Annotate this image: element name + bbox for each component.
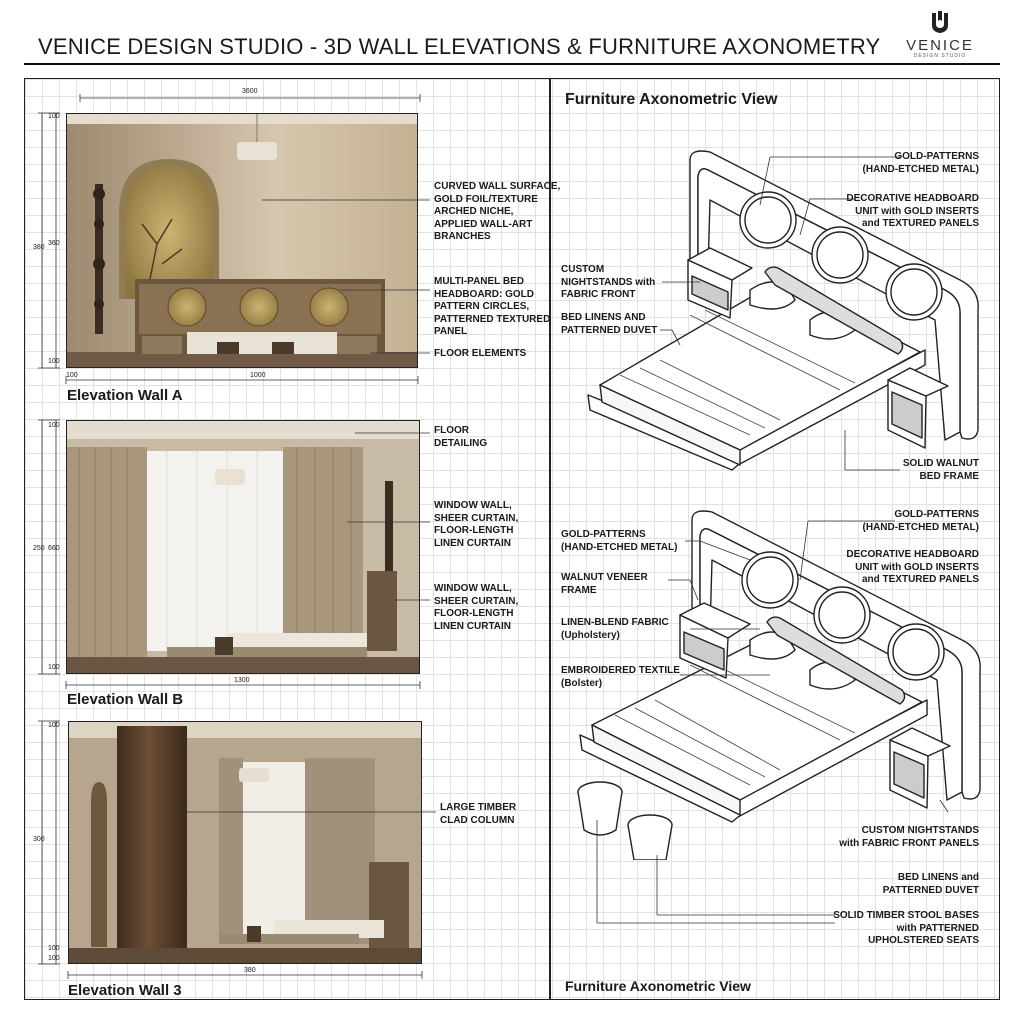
elevation-3-note-column: LARGE TIMBER CLAD COLUMN <box>440 802 517 826</box>
dim-a-bottom-b: 1000 <box>250 372 266 379</box>
axonometric-title-bottom: Furniture Axonometric View <box>565 978 751 994</box>
logo-mark-icon <box>932 11 948 33</box>
lower-label-headboard: DECORATIVE HEADBOARD UNIT with GOLD INSE… <box>846 549 979 585</box>
upper-label-gold-patterns: GOLD-PATTERNS (HAND-ETCHED METAL) <box>862 151 979 175</box>
lower-label-nightstands: CUSTOM NIGHTSTANDS with FABRIC FRONT PAN… <box>839 825 979 849</box>
upper-bed-axonometric <box>587 150 979 471</box>
upper-label-linens: BED LINENS AND PATTERNED DUVET <box>561 312 658 336</box>
elevation-a-illustration <box>67 114 417 367</box>
elevation-3-caption: Elevation Wall 3 <box>68 982 182 999</box>
elevation-b-note-window-2: WINDOW WALL, SHEER CURTAIN, FLOOR-LENGTH… <box>434 583 519 632</box>
dim-a-bottom-a: 100 <box>66 372 78 379</box>
lower-label-gold-patterns-right: GOLD-PATTERNS (HAND-ETCHED METAL) <box>862 509 979 533</box>
lower-label-textile: EMBROIDERED TEXTILE (Bolster) <box>561 665 680 689</box>
elevation-b-note-floor: FLOOR DETAILING <box>434 425 488 449</box>
elevation-b-note-window-1: WINDOW WALL, SHEER CURTAIN, FLOOR-LENGTH… <box>434 500 519 549</box>
elevation-a-note-floor: FLOOR ELEMENTS <box>434 348 527 359</box>
elevation-a-render <box>66 113 418 368</box>
elevation-3-render <box>68 721 422 964</box>
dim-3-bottom: 380 <box>244 967 256 974</box>
elevation-a-note-headboard: MULTI-PANEL BED HEADBOARD: GOLD PATTERN … <box>434 276 551 337</box>
dim-3-left-d: 100 <box>48 955 60 962</box>
logo-subtext: DESIGN STUDIO <box>913 53 967 59</box>
axonometric-title-top: Furniture Axonometric View <box>565 91 778 108</box>
dim-a-top: 3600 <box>242 88 258 95</box>
dim-a-left-a: 380 <box>33 244 45 251</box>
elevation-a-note-wall: CURVED WALL SURFACE, GOLD FOIL/TEXTURE A… <box>434 181 561 242</box>
elevation-b-caption: Elevation Wall B <box>67 691 184 708</box>
dim-b-left-a: 250 <box>33 545 45 552</box>
page-title: VENICE DESIGN STUDIO - 3D WALL ELEVATION… <box>38 34 881 59</box>
elevation-b-illustration <box>67 421 419 673</box>
dim-3-left-c: 100 <box>48 945 60 952</box>
logo-text: VENICE <box>906 37 974 54</box>
upper-label-frame: SOLID WALNUT BED FRAME <box>902 458 979 482</box>
dim-b-left-c: 100 <box>48 422 60 429</box>
dim-a-left-b: 360 <box>48 240 60 247</box>
elevation-a-caption: Elevation Wall A <box>67 387 183 404</box>
dim-b-left-d: 100 <box>48 664 60 671</box>
upper-label-headboard: DECORATIVE HEADBOARD UNIT with GOLD INSE… <box>846 193 979 229</box>
lower-label-linens: BED LINENS and PATTERNED DUVET <box>882 872 979 896</box>
dim-a-left-c: 100 <box>48 113 60 120</box>
dim-3-left-a: 300 <box>33 836 45 843</box>
lower-label-veneer: WALNUT VENEER FRAME <box>561 572 648 596</box>
elevation-b-render <box>66 420 420 674</box>
lower-bed-axonometric <box>577 510 981 860</box>
lower-label-stools: SOLID TIMBER STOOL BASES with PATTERNED … <box>833 910 979 946</box>
studio-logo: VENICE DESIGN STUDIO <box>900 6 980 62</box>
dim-3-left-b: 100 <box>48 722 60 729</box>
upper-label-nightstands: CUSTOM NIGHTSTANDS with FABRIC FRONT <box>561 264 656 300</box>
elevation-3-illustration <box>69 722 421 963</box>
dim-b-bottom: 1300 <box>234 677 250 684</box>
lower-label-fabric: LINEN-BLEND FABRIC (Upholstery) <box>561 617 669 641</box>
sheet-divider <box>549 78 551 1000</box>
dim-b-left-b: 660 <box>48 545 60 552</box>
dim-a-left-d: 100 <box>48 358 60 365</box>
header-rule <box>24 63 1000 65</box>
lower-label-gold-patterns-left: GOLD-PATTERNS (HAND-ETCHED METAL) <box>561 529 678 553</box>
